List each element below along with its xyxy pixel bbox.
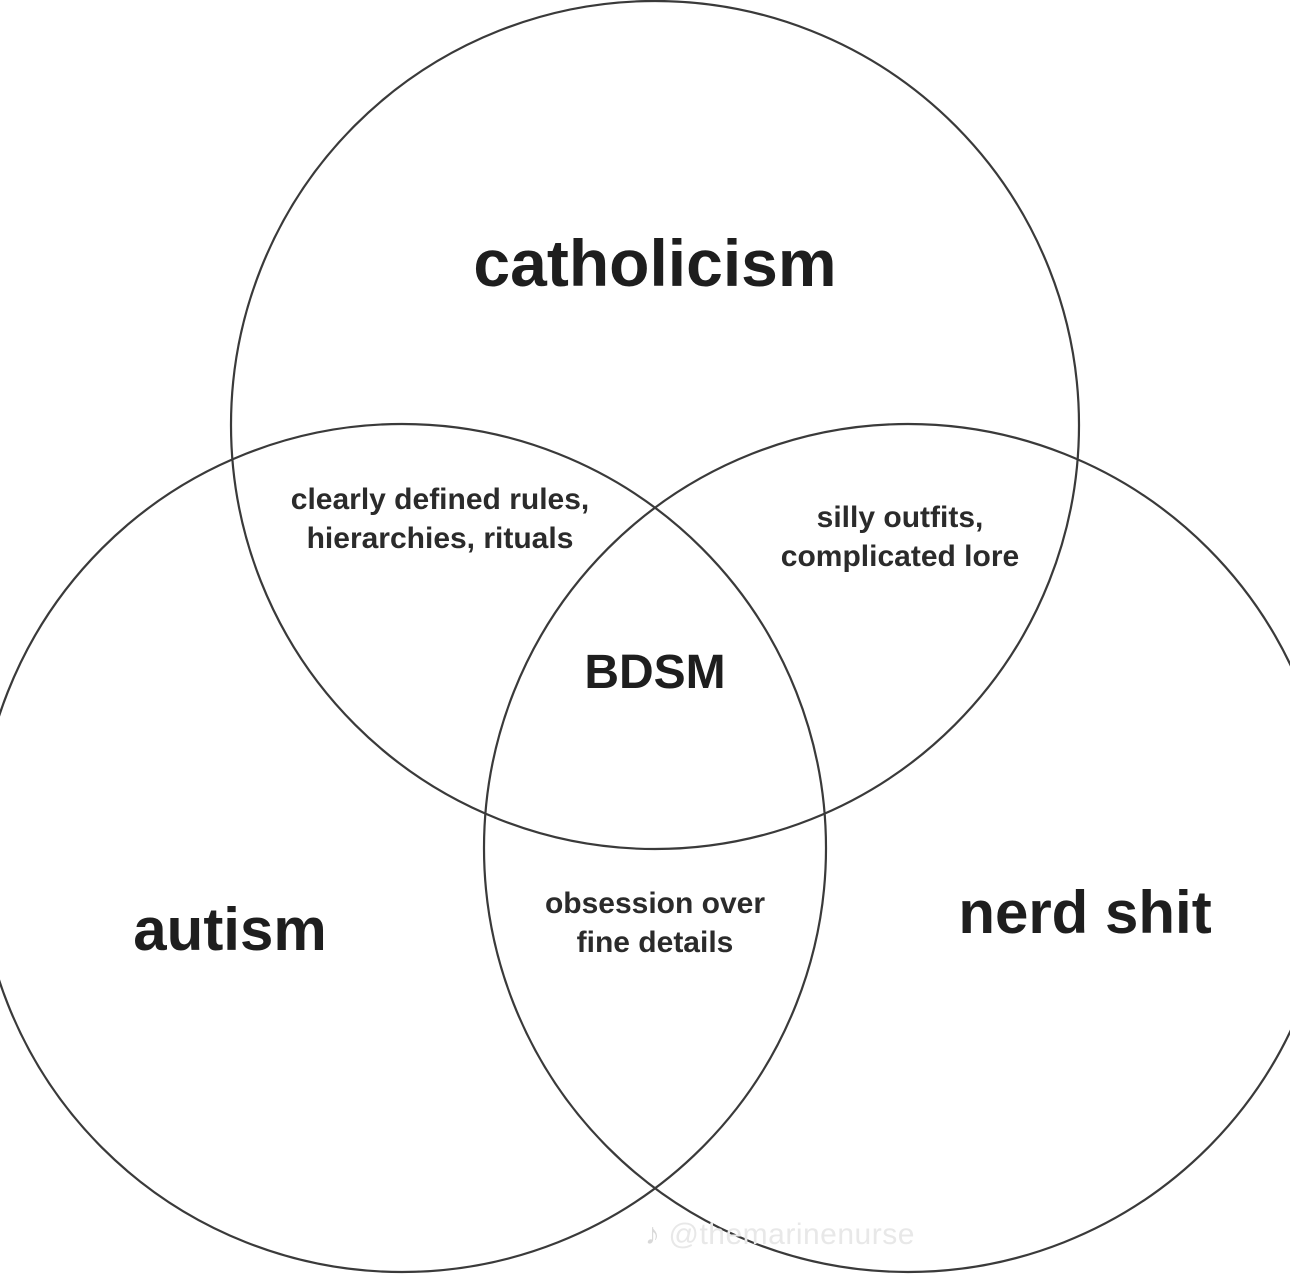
set-label-catholicism: catholicism: [473, 226, 837, 300]
center-label-bdsm: BDSM: [584, 646, 726, 699]
overlap-catholicism-nerd-shit: silly outfits, complicated lore: [780, 501, 1020, 573]
tiktok-icon: ♪: [645, 1218, 661, 1251]
overlap-catholicism-autism: clearly defined rules, hierarchies, ritu…: [290, 483, 590, 555]
circle-catholicism: [230, 0, 1080, 850]
circle-autism: [0, 423, 827, 1273]
watermark-text: @themarinenurse: [668, 1218, 915, 1251]
set-label-nerd-shit: nerd shit: [958, 879, 1212, 946]
overlap-autism-nerd-shit: obsession over fine details: [544, 887, 766, 959]
set-label-autism: autism: [133, 896, 327, 963]
circle-nerd-shit: [483, 423, 1290, 1273]
watermark: ♪@themarinenurse: [645, 1218, 915, 1252]
